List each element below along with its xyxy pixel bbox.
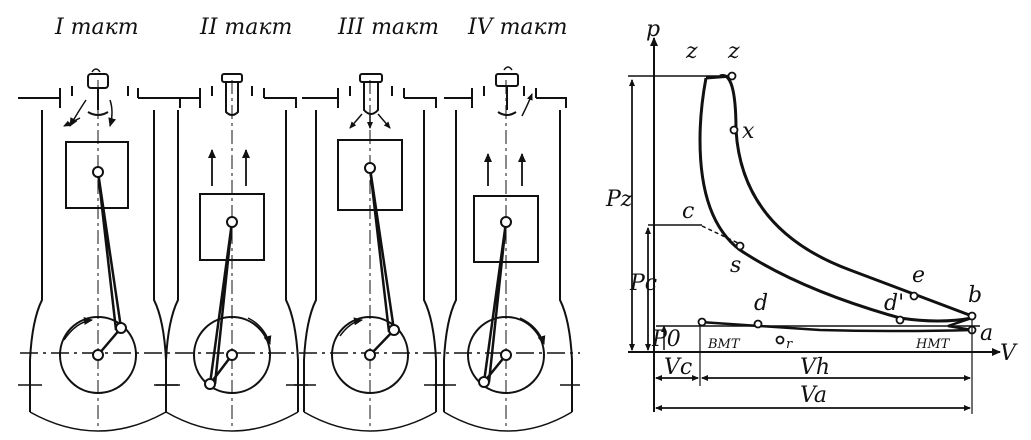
panel-2-joints [204,216,238,390]
point-d-label: d [754,291,768,316]
point-b-label: b [968,283,982,308]
p0-label: P0 [651,327,681,352]
stroke-title-1: I такт [54,15,139,40]
p-axis-label: p [646,17,660,42]
point-d-prime-label: d' [884,291,904,316]
panel-1-joints [92,166,127,361]
point-a-label: a [980,321,993,346]
point-r-label: r [786,337,793,352]
pc-label: Pc [629,271,657,296]
pv-diagram: p V Pz Pc P0 [605,17,1018,414]
panel-4-joints [478,216,512,388]
top-dead-center-label: BMT [707,337,741,352]
point-z1-label: z [685,39,698,64]
va-label: Va [800,383,827,408]
cylinder-panel-3 [294,73,446,432]
cylinder-panel-4 [434,66,580,432]
pz-label: Pz [605,187,633,212]
stroke-title-4: IV такт [467,15,568,40]
panel-3-joints [364,162,400,361]
point-x-label: x [742,119,755,144]
combustion-dash [701,225,741,245]
cylinder-panel-1 [18,68,181,432]
vh-label: Vh [800,355,830,380]
pressure-dimensions [629,79,667,351]
cycle-expansion-curve [719,73,973,318]
cycle-exhaust-intake [699,316,973,333]
point-e-label: e [912,263,925,288]
point-z2-label: z [727,39,740,64]
v-axis-label: V [1000,341,1018,366]
point-s-label: s [730,253,741,278]
four-stroke-panels: I такт II такт III такт IV такт [18,15,580,432]
bottom-dead-center-label: HMT [915,337,951,352]
point-c-label: c [682,199,694,224]
volume-dimensions [655,375,971,411]
vc-label: Vc [664,355,692,380]
cylinder-panel-2 [156,73,308,432]
stroke-title-2: II такт [199,15,292,40]
cycle-compression-curve [698,77,973,323]
stroke-title-3: III такт [337,15,439,40]
